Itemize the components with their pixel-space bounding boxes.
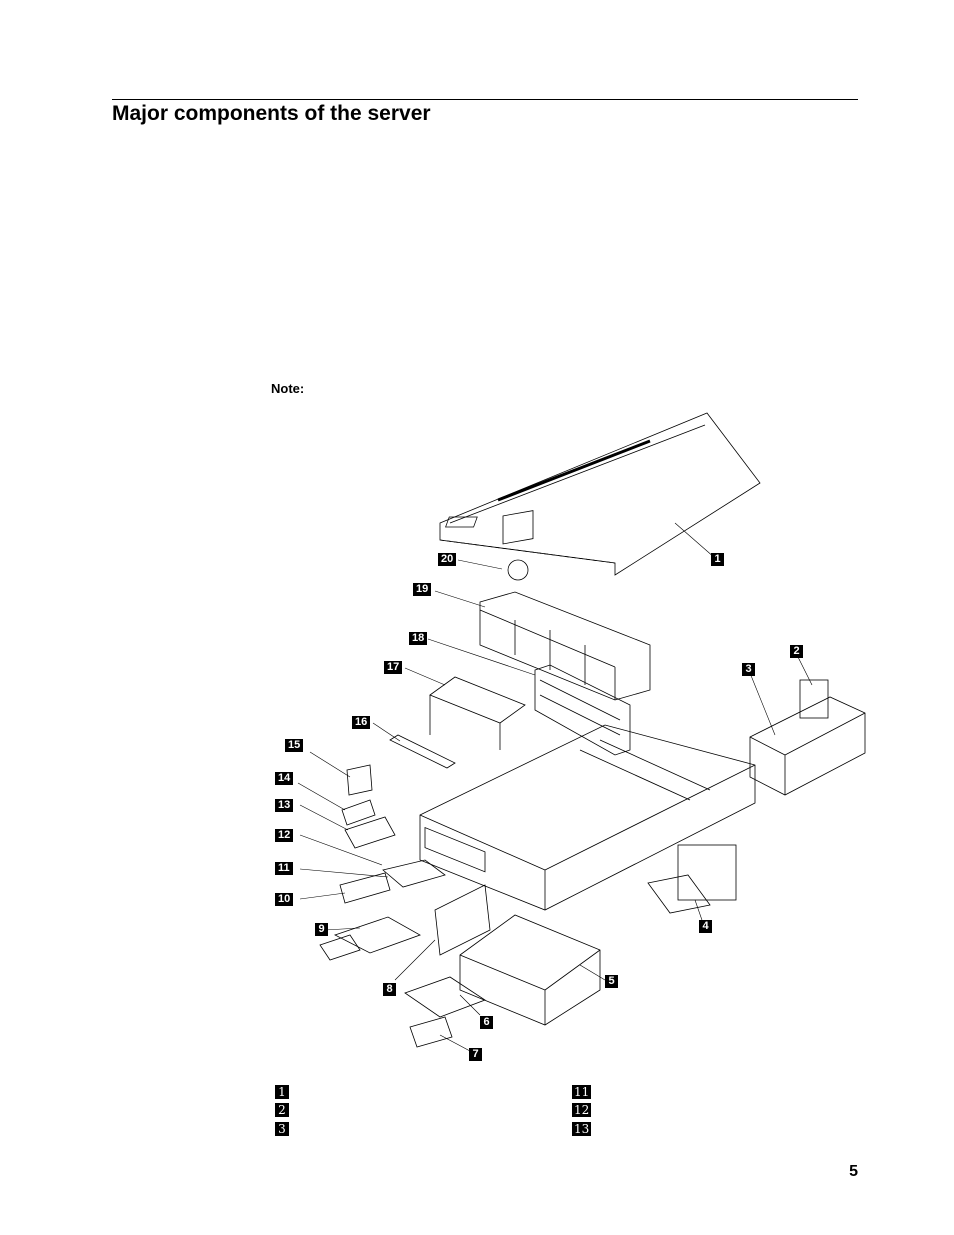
section-heading: Major components of the server — [112, 102, 431, 125]
callout-4: 4 — [699, 920, 712, 933]
legend-item-13: 13 — [572, 1122, 592, 1136]
callout-12: 12 — [275, 829, 294, 842]
callout-15: 15 — [285, 739, 304, 752]
legend-item-11: 11 — [572, 1085, 592, 1099]
callout-8: 8 — [383, 983, 396, 996]
drive-backplate-drawing — [434, 884, 491, 956]
exploded-view-figure — [270, 405, 870, 1075]
callout-7: 7 — [469, 1048, 482, 1061]
fan-cage-drawing — [479, 591, 651, 701]
leader-lines — [297, 522, 813, 1052]
callout-16: 16 — [352, 716, 371, 729]
callout-3: 3 — [742, 663, 755, 676]
top-cover-drawing — [439, 412, 761, 576]
callout-14: 14 — [275, 772, 294, 785]
drive-cage-drawing — [459, 914, 601, 1026]
riser-card-drawing — [389, 734, 456, 769]
power-paddle-drawing — [799, 679, 829, 719]
page-number: 5 — [849, 1163, 858, 1180]
heat-sink-drawing — [647, 844, 737, 914]
callout-1: 1 — [711, 553, 724, 566]
legend-item-2: 2 — [275, 1103, 289, 1117]
callout-11: 11 — [275, 862, 293, 875]
callout-19: 19 — [413, 583, 432, 596]
chassis-drawing — [419, 724, 756, 911]
callout-18: 18 — [409, 632, 428, 645]
callout-13: 13 — [275, 799, 294, 812]
callout-17: 17 — [384, 661, 403, 674]
fan-drawing — [502, 510, 534, 581]
legend-item-1: 1 — [275, 1085, 289, 1099]
callout-9: 9 — [315, 923, 328, 936]
heading-rule — [112, 99, 858, 100]
callout-5: 5 — [605, 975, 618, 988]
power-supply-drawing — [749, 696, 866, 796]
air-baffle-drawing — [429, 676, 526, 750]
callout-20: 20 — [438, 553, 457, 566]
backplane-drawing — [534, 664, 631, 756]
media-drive-drawing — [341, 764, 446, 888]
note-label: Note: — [271, 381, 305, 396]
legend-item-3: 3 — [275, 1122, 289, 1136]
callout-6: 6 — [480, 1016, 493, 1029]
callout-2: 2 — [790, 645, 803, 658]
legend-item-12: 12 — [572, 1103, 592, 1117]
filler-drawing — [319, 872, 453, 1048]
callout-10: 10 — [275, 893, 294, 906]
hard-drive-drawing — [333, 916, 486, 1018]
